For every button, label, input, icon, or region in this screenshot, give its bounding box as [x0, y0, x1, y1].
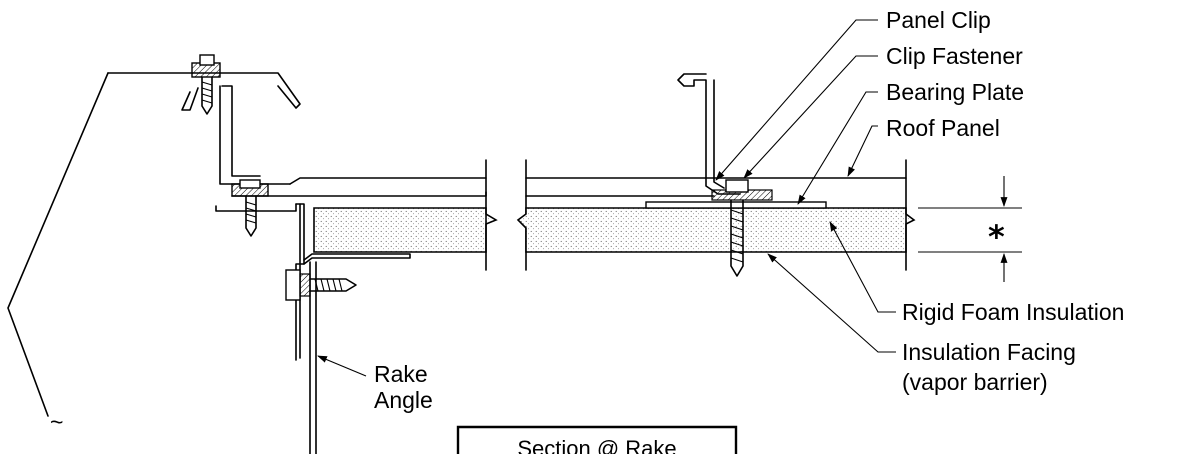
- clip-fastener-head: [725, 179, 749, 193]
- insulation-left: [313, 159, 498, 271]
- top-fastener-head: [199, 54, 215, 66]
- leader-lines: [317, 19, 896, 377]
- bearing-plate: [645, 201, 827, 209]
- label-rake: Rake: [374, 361, 428, 387]
- panel-clip-assembly: [645, 73, 827, 277]
- panel-bottom-skin: [289, 177, 487, 185]
- label-panel-clip: Panel Clip: [886, 7, 991, 33]
- leader-bearing-plate: [797, 91, 878, 205]
- leader-insulation-facing: [767, 253, 896, 353]
- clip-fastener-shank: [730, 199, 744, 277]
- rake-fastener-head: [239, 179, 261, 189]
- side-fastener-washer: [299, 273, 311, 297]
- dim-extension-lines: [918, 207, 1022, 253]
- label-vapor-barrier: (vapor barrier): [902, 369, 1048, 395]
- panel-top-flange: [107, 72, 301, 109]
- side-fastener-shank: [309, 278, 357, 292]
- panel-clip-inner: [713, 79, 725, 189]
- top-fastener-shank: [201, 76, 213, 115]
- title-box: [456, 425, 738, 454]
- foam-block-left: [313, 207, 498, 253]
- leader-panel-clip: [715, 19, 878, 181]
- leader-roof-panel: [847, 125, 878, 177]
- label-angle: Angle: [374, 387, 433, 413]
- label-rigid-foam-insulation: Rigid Foam Insulation: [902, 299, 1124, 325]
- thickness-marker: *: [988, 218, 1005, 256]
- top-fastener-thread: [201, 81, 213, 104]
- insulation-thickness-dimension: *: [918, 176, 1022, 282]
- rake-angle-top: [215, 203, 297, 212]
- section-title: Section @ Rake: [517, 436, 676, 454]
- panel-hook: [181, 87, 199, 111]
- clip-fastener-thread: [730, 209, 744, 263]
- label-insulation-facing: Insulation Facing: [902, 339, 1076, 365]
- foam-block-right: [516, 207, 916, 253]
- panel-bottom-line: [231, 191, 487, 197]
- leader-rigid-foam: [829, 221, 896, 313]
- edge-outline: [7, 72, 109, 417]
- label-bearing-plate: Bearing Plate: [886, 79, 1024, 105]
- insulation-right: [516, 159, 916, 271]
- leader-clip-fastener: [743, 55, 878, 179]
- rake-fastener-thread: [245, 201, 257, 224]
- rake-angle-leg: [303, 253, 411, 265]
- rake-fastener-shank: [245, 195, 257, 237]
- panel-rib-inner: [221, 85, 261, 177]
- leader-rake-angle: [317, 355, 367, 377]
- label-clip-fastener: Clip Fastener: [886, 43, 1023, 69]
- title-block: Section @ Rake: [456, 425, 738, 454]
- side-fastener-thread: [314, 278, 343, 292]
- label-roof-panel: Roof Panel: [886, 115, 1000, 141]
- panel-clip: [677, 73, 741, 195]
- panel-rib-outer: [219, 85, 291, 185]
- label-tilde: ~: [50, 409, 63, 435]
- side-fastener-head: [285, 269, 301, 301]
